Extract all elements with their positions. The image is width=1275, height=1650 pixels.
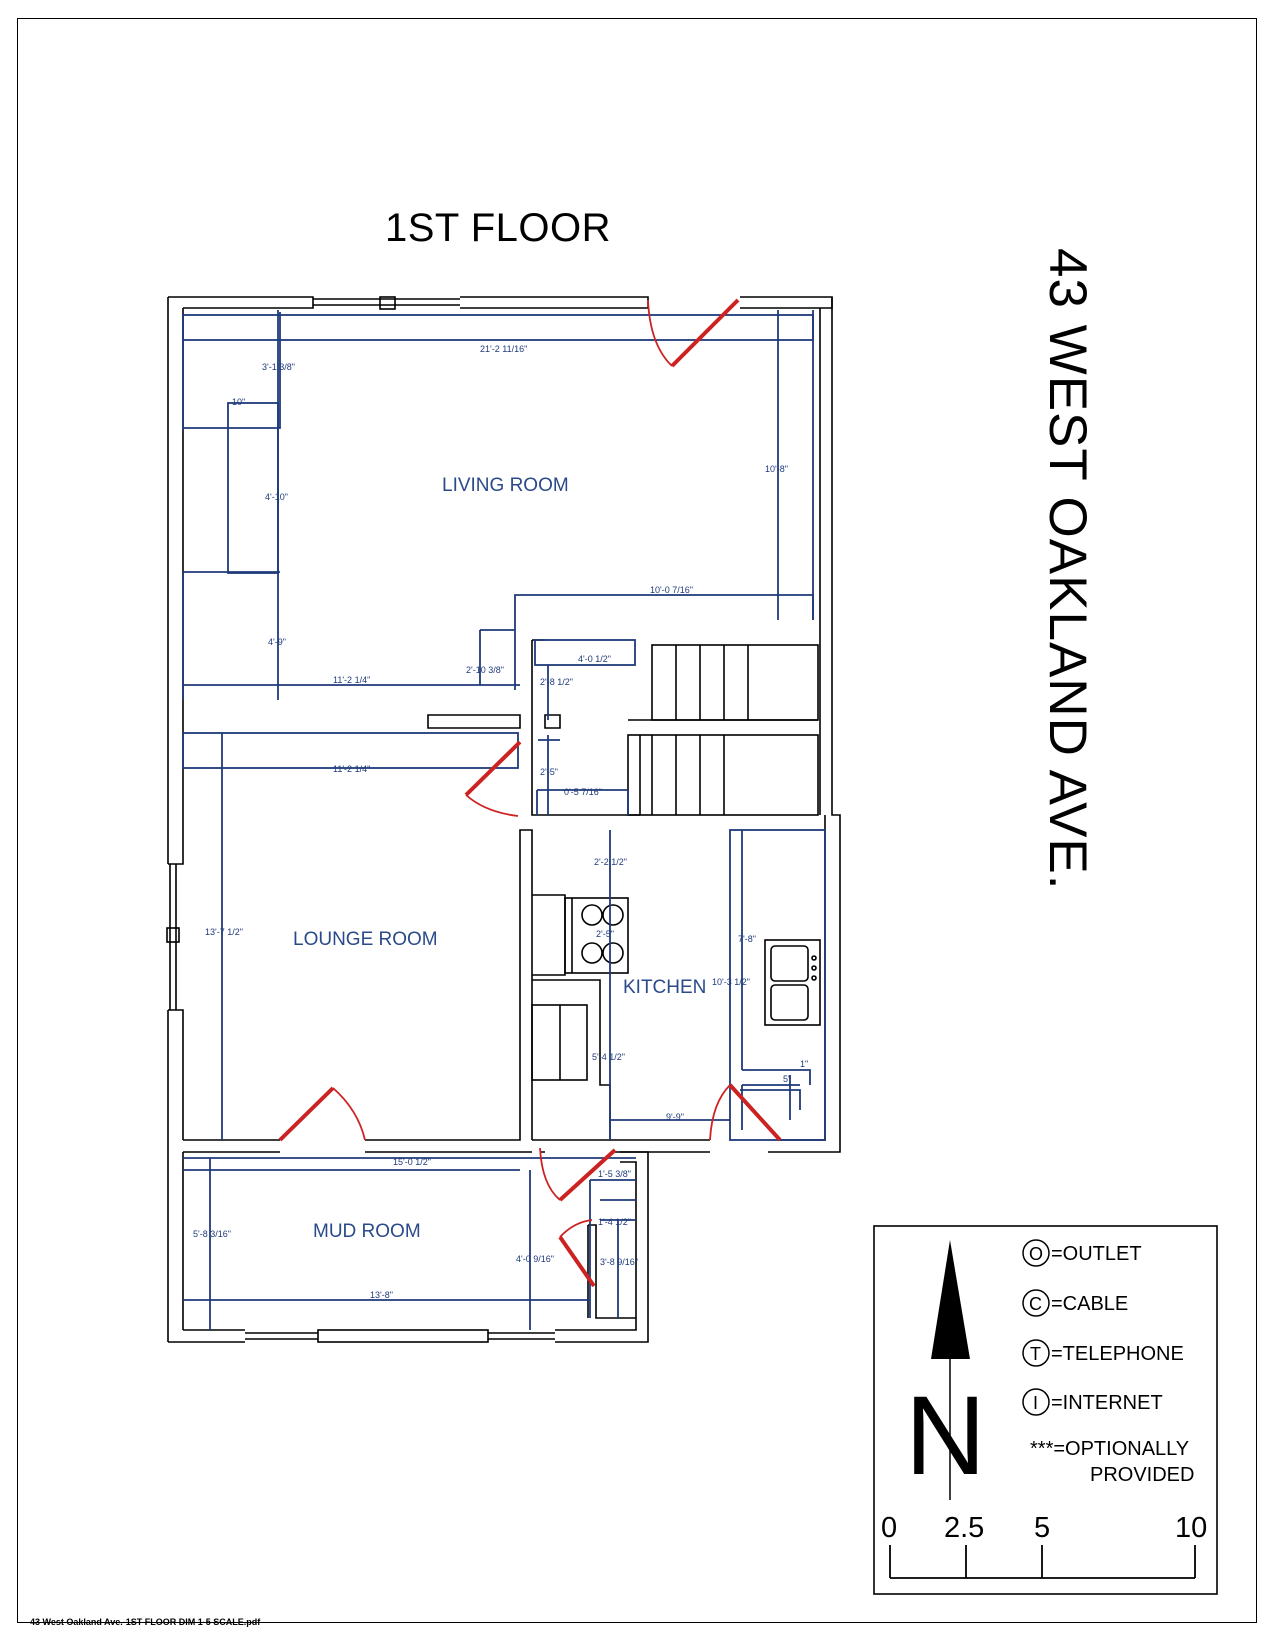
dim-label: 3'-1 3/8" [262, 362, 295, 372]
dim-label: 9'-9" [666, 1112, 684, 1122]
north-label: N [905, 1373, 986, 1498]
dim-label: 7'-8" [738, 934, 756, 944]
dim-label: 2'-10 3/8" [466, 665, 504, 675]
page-title: 1ST FLOOR [385, 206, 612, 250]
stove-icon [564, 897, 629, 974]
outlet-symbol: O [1029, 1244, 1043, 1264]
dim-label: 0'-5 7/16" [564, 787, 602, 797]
room-labels: LIVING ROOM LOUNGE ROOM KITCHEN MUD ROOM [293, 475, 706, 1242]
dim-label: 13'-8" [370, 1290, 393, 1300]
dim-label: 13'-7 1/2" [205, 927, 243, 937]
north-arrow-icon [931, 1240, 970, 1500]
legend-box: N O =OUTLET C =CABLE T =TELEPHONE I =INT… [873, 1225, 1218, 1595]
dim-label: 10'-0 7/16" [650, 585, 693, 595]
legend-cable: =CABLE [1051, 1293, 1128, 1315]
scale-tick-2-5: 2.5 [944, 1512, 984, 1544]
dim-label: 21'-2 11/16" [480, 344, 527, 354]
dim-label: 10" [232, 397, 245, 407]
internet-symbol: I [1033, 1393, 1038, 1413]
dim-label: 4'-0 1/2" [578, 654, 611, 664]
file-name-footer: 43 West Oakland Ave.-1ST FLOOR DIM 1-5 S… [30, 1617, 261, 1627]
outlet-symbol-icon [1022, 1239, 1050, 1267]
dim-label: 15'-0 1/2" [393, 1157, 431, 1167]
dim-label: 4'-10" [265, 492, 288, 502]
dim-label: 11'-2 1/4" [333, 764, 370, 774]
legend-internet: =INTERNET [1051, 1392, 1163, 1414]
dim-label: 1'-4 1/2" [598, 1217, 631, 1227]
dim-label: 10'-8" [765, 464, 788, 474]
dim-label: 2'-5" [540, 767, 558, 777]
dimension-labels: 21'-2 11/16" 3'-1 3/8" 10" 4'-10" 10'-8"… [193, 344, 808, 1300]
cable-symbol: C [1029, 1294, 1042, 1314]
room-label-lounge: LOUNGE ROOM [293, 929, 438, 950]
dim-label: 5'-8 3/16" [193, 1229, 231, 1239]
room-label-living: LIVING ROOM [442, 475, 569, 496]
dim-label: 11'-2 1/4" [333, 675, 370, 685]
dim-label: 4'-0 9/16" [516, 1254, 554, 1264]
dimension-lines [182, 310, 826, 1330]
door-swings [278, 298, 782, 1288]
room-label-kitchen: KITCHEN [623, 977, 706, 998]
scale-tick-10: 10 [1175, 1512, 1207, 1544]
legend-optional-line1: ***=OPTIONALLY [1030, 1438, 1189, 1460]
dim-label: 2'-2 1/2" [594, 857, 627, 867]
dim-label: 3'-8 9/16" [600, 1257, 638, 1267]
scale-tick-5: 5 [1034, 1512, 1050, 1544]
legend-optional-line2: PROVIDED [1090, 1464, 1194, 1486]
legend-telephone: =TELEPHONE [1051, 1343, 1184, 1365]
dim-label: 1" [800, 1059, 808, 1069]
telephone-symbol-icon [1022, 1339, 1050, 1367]
dim-label: 4'-9" [268, 637, 286, 647]
dim-label: 5'-4 1/2" [592, 1052, 625, 1062]
dim-label: 2'-5" [596, 929, 614, 939]
dim-label: 5" [783, 1074, 791, 1084]
scale-bar [889, 1545, 1196, 1579]
exterior-walls [166, 296, 841, 1343]
dim-label: 10'-3 1/2" [712, 977, 750, 987]
scale-tick-0: 0 [881, 1512, 897, 1544]
room-label-mud: MUD ROOM [313, 1221, 421, 1242]
dim-label: 1'-5 3/8" [598, 1169, 631, 1179]
sink-icon [764, 939, 821, 1026]
internet-symbol-icon [1022, 1388, 1050, 1416]
dim-label: 2'-8 1/2" [540, 677, 573, 687]
telephone-symbol: T [1030, 1344, 1041, 1364]
legend-outlet: =OUTLET [1051, 1243, 1142, 1265]
sheet-border [17, 18, 1257, 1623]
street-address: 43 WEST OAKLAND AVE. [1038, 248, 1097, 891]
cable-symbol-icon [1022, 1289, 1050, 1317]
